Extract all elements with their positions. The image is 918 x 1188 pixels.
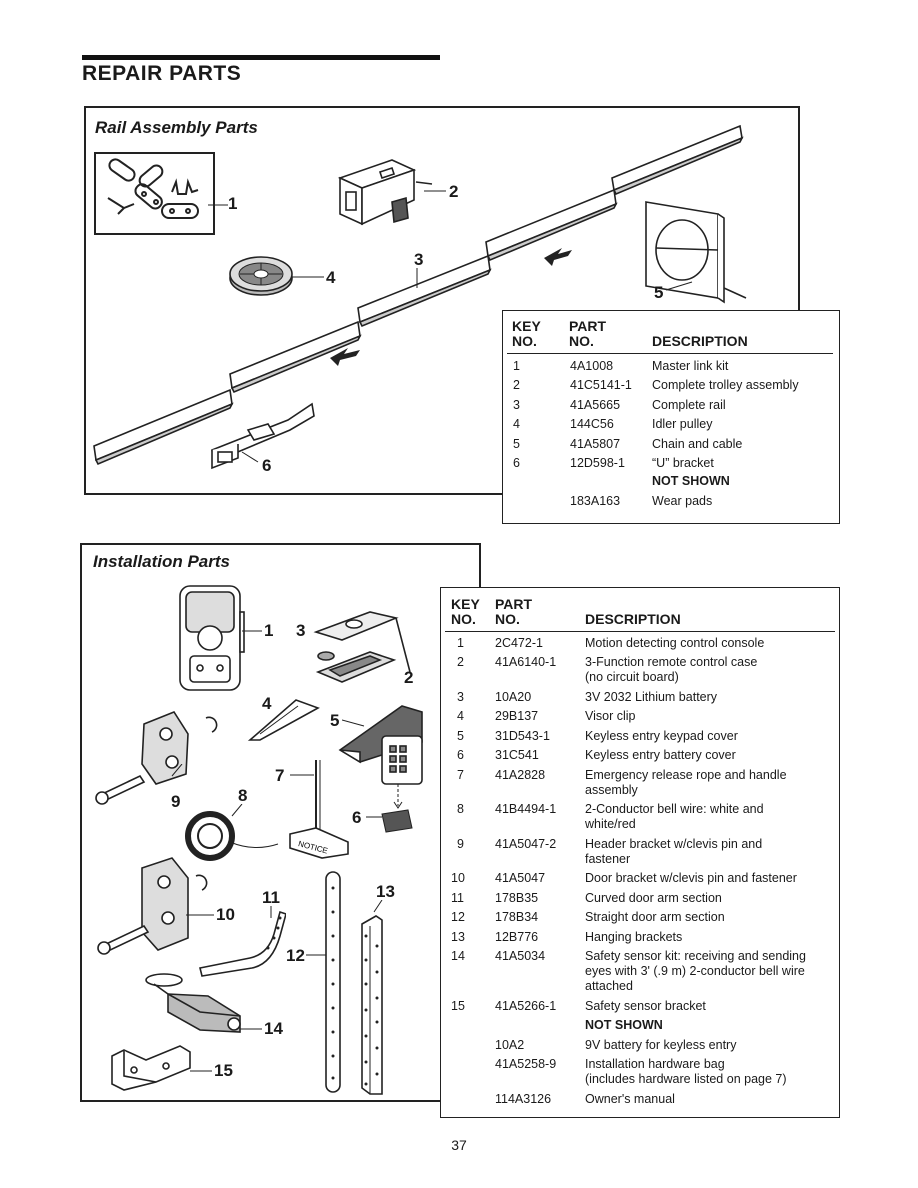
callout-14: 14 [264, 1019, 283, 1038]
callout-9: 9 [171, 792, 181, 811]
master-link-kit-illustration [94, 152, 215, 235]
rail-assembly-title: Rail Assembly Parts [95, 118, 258, 137]
install-header-divider [445, 631, 835, 632]
callout-13: 13 [376, 882, 395, 901]
chain-and-cable-illustration [645, 201, 747, 304]
callout-line-c6 [366, 816, 382, 818]
door-bracket-illustration [97, 857, 208, 955]
rail-sections-illustration [93, 124, 744, 466]
callout-line-c7 [290, 774, 314, 776]
installation-title: Installation Parts [93, 552, 230, 571]
callout-1: 1 [264, 621, 274, 640]
callout-line-c8 [231, 804, 243, 817]
callout-11: 11 [262, 888, 280, 907]
callout-line-2 [424, 190, 446, 192]
visor-clip-illustration [247, 699, 320, 741]
trolley-illustration [337, 159, 433, 226]
callout-2: 2 [404, 668, 414, 687]
header-bracket-illustration [95, 711, 218, 805]
callout-2: 2 [449, 182, 459, 201]
callout-line-5 [665, 281, 693, 291]
callout-6: 6 [262, 456, 272, 475]
callout-line-4 [292, 276, 324, 278]
not-shown-label: NOT SHOWN [585, 1018, 663, 1032]
table-row-continued: (no circuit board) [585, 670, 679, 684]
callout-line-c9 [171, 764, 183, 777]
release-rope-illustration: NOTICE [289, 760, 349, 859]
callout-line-c14 [240, 1028, 262, 1030]
callout-4: 4 [326, 268, 336, 287]
callout-line-c11 [270, 906, 272, 918]
callout-line-c13 [373, 900, 383, 913]
installation-panel [80, 543, 481, 1102]
callout-line-3 [416, 268, 418, 288]
callout-line-c15 [190, 1070, 212, 1072]
callout-10: 10 [216, 905, 235, 924]
not-shown-label: NOT SHOWN [652, 474, 730, 488]
rail-description-header: DESCRIPTION [652, 333, 748, 349]
remote-case-illustration [313, 611, 411, 683]
table-row-continued: (includes hardware listed on page 7) [585, 1072, 787, 1086]
u-bracket-illustration [211, 402, 315, 470]
title-rule [82, 55, 440, 60]
sensor-bracket-illustration [111, 1045, 191, 1091]
keypad-cover-illustration [338, 705, 423, 785]
callout-line-c1 [242, 630, 262, 632]
page-number: 37 [451, 1137, 467, 1153]
install-description-header: DESCRIPTION [585, 611, 681, 627]
straight-arm-illustration [325, 871, 341, 1093]
table-row-continued: assembly [585, 783, 638, 797]
table-row-continued: attached [585, 979, 633, 993]
callout-3: 3 [414, 250, 424, 269]
callout-8: 8 [238, 786, 248, 805]
rail-header-divider [507, 353, 833, 354]
table-row-continued: fastener [585, 852, 631, 866]
callout-6: 6 [352, 808, 362, 827]
callout-12: 12 [286, 946, 305, 965]
callout-line-6 [241, 451, 259, 463]
hanging-brackets-illustration [361, 915, 383, 1095]
curved-arm-illustration [199, 910, 286, 977]
callout-15: 15 [214, 1061, 233, 1080]
callout-line-c10 [186, 914, 214, 916]
battery-cover-illustration [381, 784, 413, 833]
callout-line-c12 [306, 954, 326, 956]
bell-wire-illustration [185, 811, 279, 861]
callout-4: 4 [262, 694, 272, 713]
callout-7: 7 [275, 766, 285, 785]
safety-sensor-illustration [145, 973, 241, 1033]
callout-1: 1 [228, 194, 238, 213]
page-title: REPAIR PARTS [82, 62, 242, 85]
callout-line-1 [208, 204, 228, 206]
idler-pulley-illustration [229, 256, 293, 296]
table-row-continued: eyes with 3' (.9 m) 2-conductor bell wir… [585, 964, 805, 978]
callout-5: 5 [654, 283, 664, 302]
callout-5: 5 [330, 711, 340, 730]
callout-line-c5 [342, 719, 365, 727]
callout-3: 3 [296, 621, 306, 640]
control-console-illustration [179, 585, 245, 691]
table-row-continued: white/red [585, 817, 636, 831]
